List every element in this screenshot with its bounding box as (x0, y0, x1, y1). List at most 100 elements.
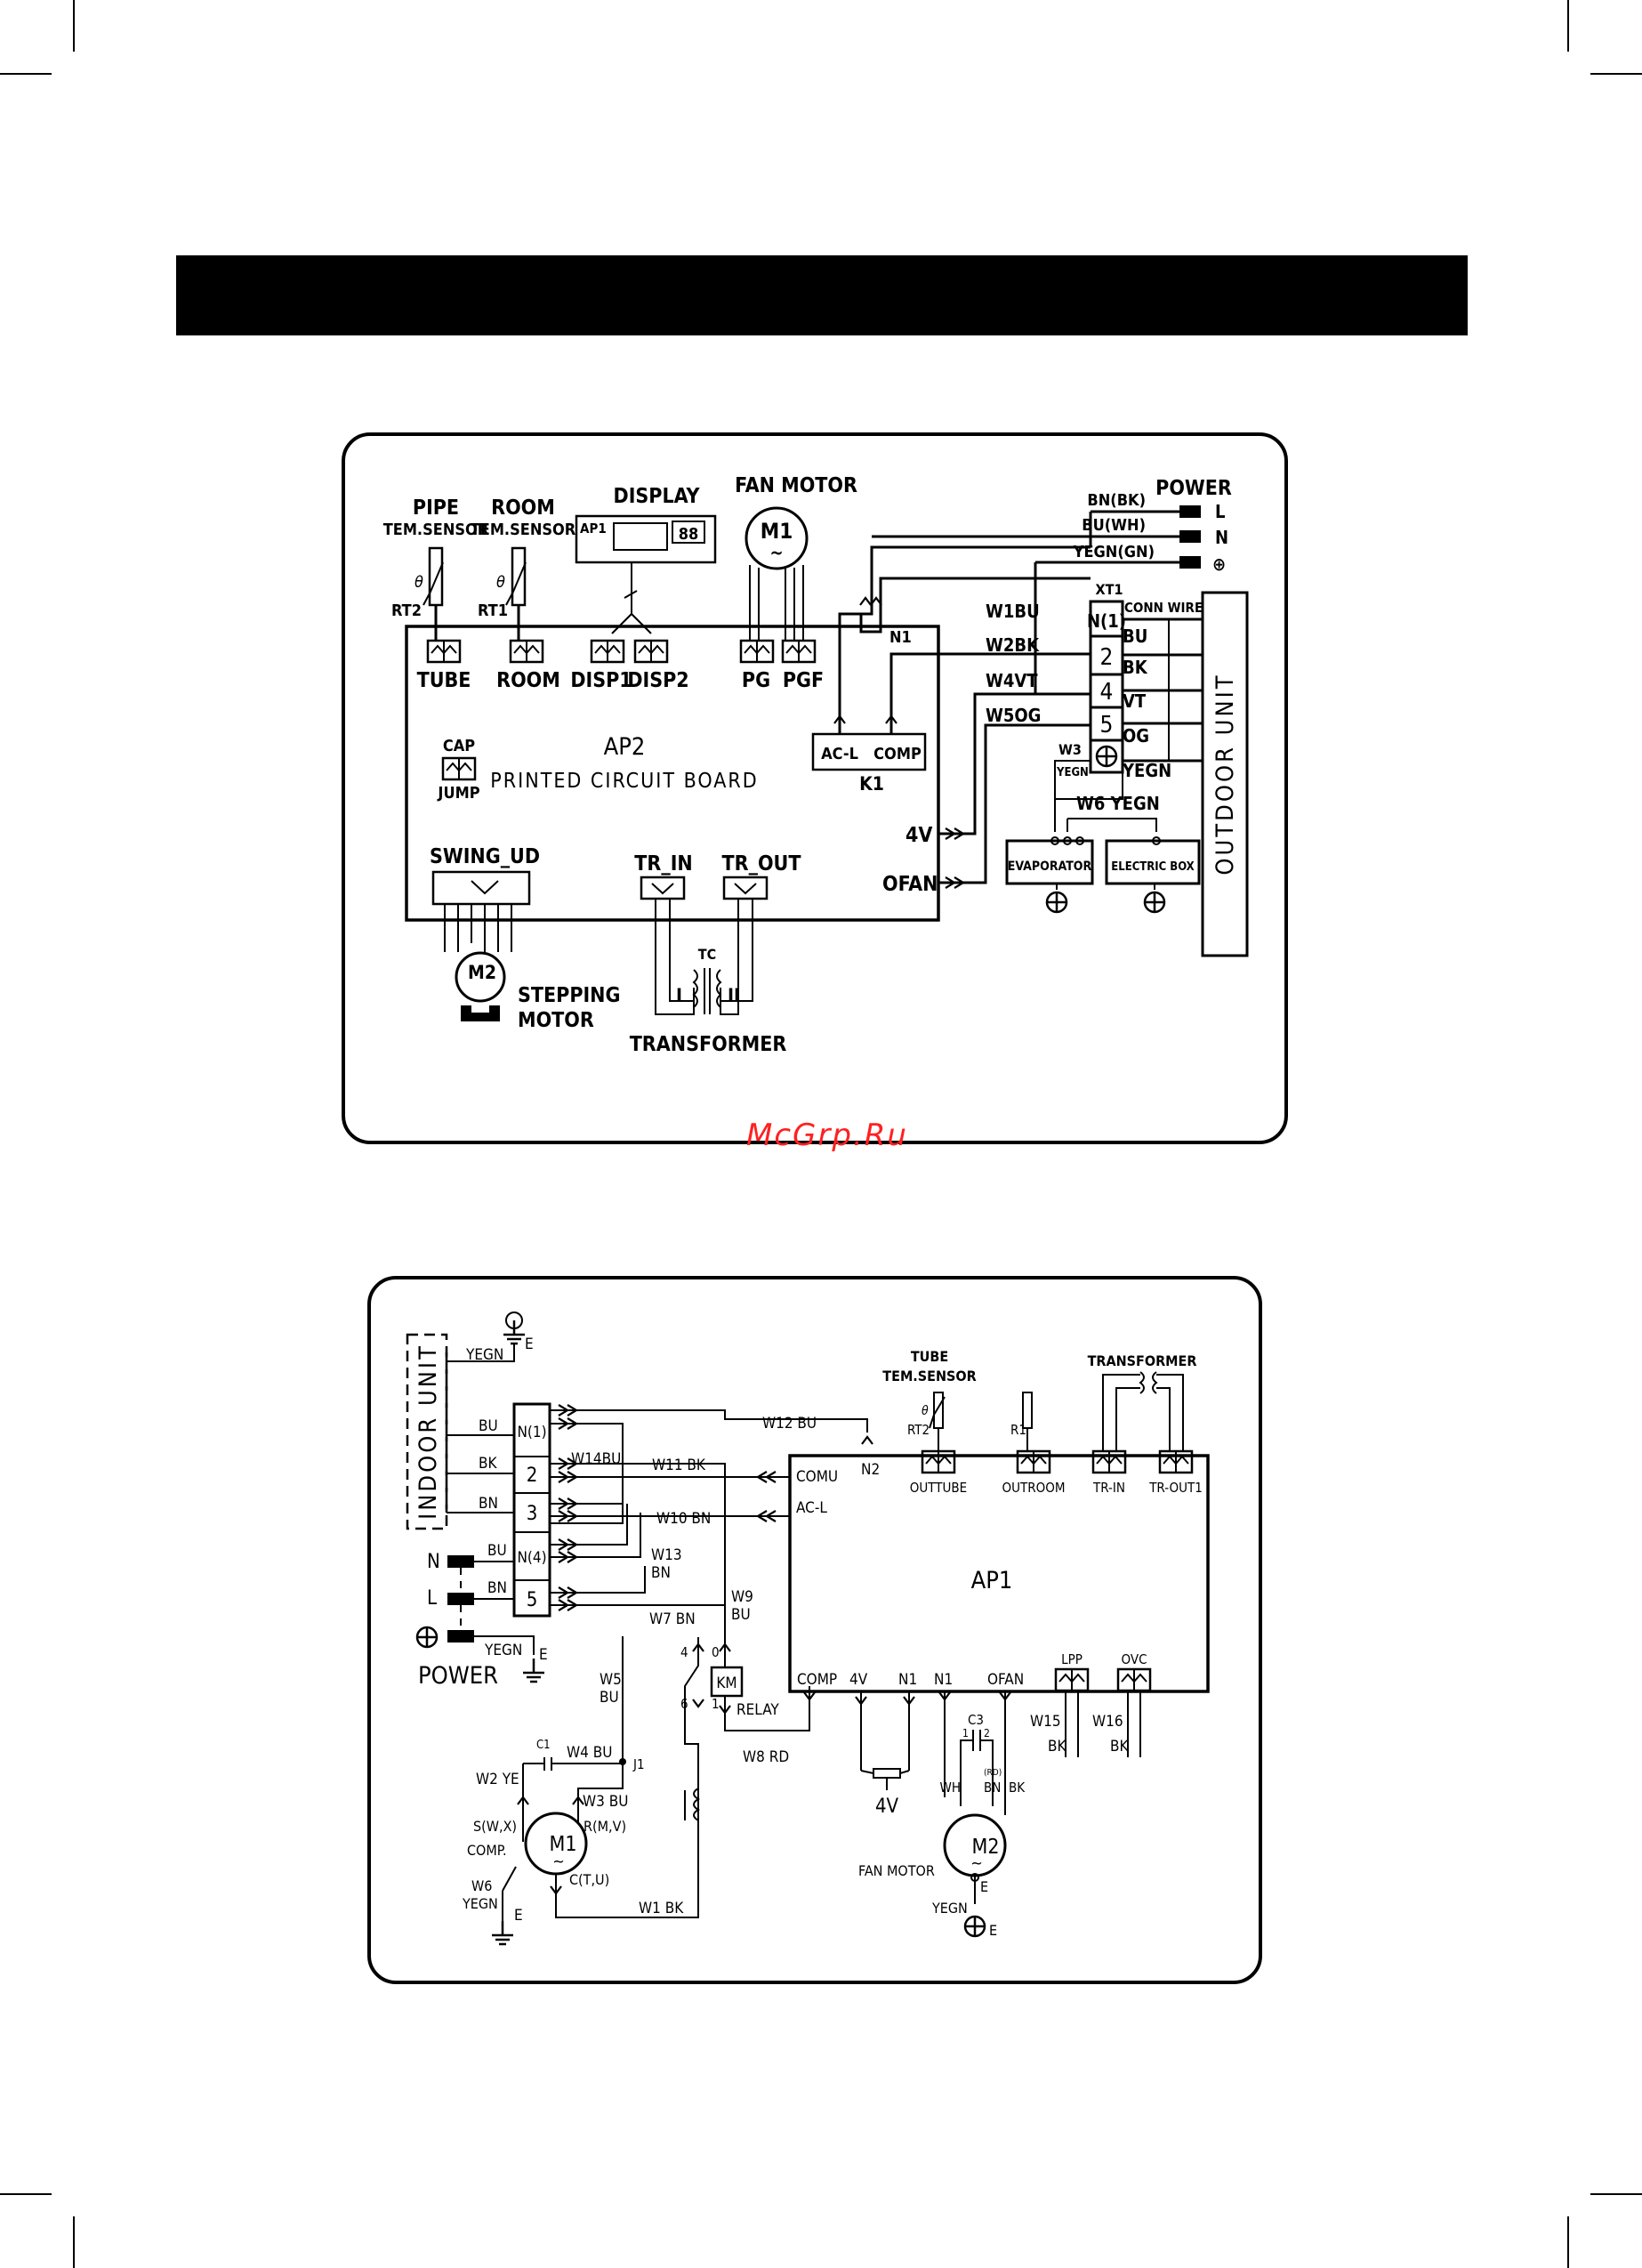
pipe-sensor-rt: RT2 (391, 601, 422, 620)
fan-wh: WH (940, 1780, 962, 1796)
xt1-og: OG (1123, 725, 1149, 747)
xt1-title: XT1 (1096, 581, 1123, 598)
pgf-label: PGF (783, 669, 824, 692)
power-outdoor: N L YEGN E POWER (415, 1551, 548, 1690)
xt1-vt: VT (1123, 690, 1147, 712)
xt1-bk: BK (1123, 657, 1148, 678)
crop-mark (73, 0, 75, 52)
w5: W5 (600, 1671, 622, 1689)
w3-bu: W3 BU (583, 1793, 628, 1811)
svg-text:1: 1 (962, 1727, 969, 1739)
fan-motor-indoor: FAN MOTOR M1 ~ PG PGF (735, 474, 857, 692)
indoor-unit-box (406, 1333, 448, 1530)
swing-label: SWING_UD (430, 845, 540, 868)
svg-text:II: II (728, 985, 740, 1006)
lpp-label: LPP (1061, 1651, 1083, 1667)
k1-label: K1 (859, 773, 884, 795)
comp-s: S(W,X) (473, 1818, 517, 1835)
crop-mark (73, 2216, 75, 2268)
fan-e: E (980, 1878, 988, 1895)
tube-connector-icon (426, 639, 462, 664)
w5-bu: BU (600, 1689, 619, 1707)
n2-label: N2 (861, 1461, 880, 1479)
room-sensor-rt: RT1 (478, 601, 508, 620)
fan-bn: BN (984, 1780, 1001, 1796)
tube-conn-label: TUBE (417, 669, 471, 692)
left-bu: BU (479, 1417, 498, 1435)
wire-w6-yegn: W6 YEGN (1076, 793, 1160, 814)
svg-text:θ: θ (415, 573, 423, 592)
w4-bu: W4 BU (567, 1744, 612, 1762)
fan-motor-m: M1 (761, 519, 793, 544)
fan-ground-icon (963, 1915, 986, 1938)
pipe-sensor-sub: TEM.SENSOR (383, 521, 489, 539)
xt1-2: 2 (1100, 644, 1114, 671)
w1-bk: W1 BK (639, 1900, 684, 1917)
transformer-label: TRANSFORMER (630, 1033, 787, 1056)
w9: W9 (731, 1588, 753, 1606)
transformer-indoor: TR_IN TR_OUT TC I II TRANSFORMER (630, 852, 801, 1056)
swing-m: M2 (468, 962, 496, 983)
power-title-out: POWER (418, 1662, 498, 1690)
ovc-label: OVC (1121, 1651, 1147, 1667)
relay-label: RELAY (736, 1701, 779, 1719)
stepping-motor: SWING_UD M2 STEPPING MOTOR (430, 845, 621, 1032)
room-sensor: ROOM TEM.SENSOR θ RT1 ROOM (471, 496, 576, 692)
wire-w5og: W5OG (986, 705, 1041, 726)
pcb-ap2-label: AP2 (604, 733, 646, 761)
j1-label: J1 (632, 1756, 645, 1772)
ap1-comp: COMP (797, 1671, 837, 1689)
crop-mark (0, 73, 52, 75)
wire-bu-wh: BU(WH) (1082, 516, 1146, 535)
display-digits: 88 (679, 525, 699, 544)
power-indoor: POWER BN(BK) BU(WH) YEGN(GN) L N ⊕ (872, 477, 1232, 694)
display-ap: AP1 (580, 521, 607, 537)
term-n1: N(1) (517, 1424, 546, 1441)
wire-w4vt: W4VT (986, 670, 1038, 691)
pcb-label: PRINTED CIRCUIT BOARD (490, 770, 758, 793)
disp1-label: DISP1 (570, 669, 632, 692)
wire-w2bk: W2BK (986, 634, 1040, 656)
ebox-ground-icon (1143, 891, 1166, 914)
fan-rd: (RD) (984, 1768, 1002, 1778)
power-n: N (1215, 527, 1228, 548)
left-bn2: BN (487, 1579, 507, 1597)
four-way-valve: 4V (860, 1691, 910, 1818)
fan-yegn: YEGN (931, 1900, 968, 1917)
xt1-5: 5 (1100, 712, 1114, 739)
power-title: POWER (1155, 477, 1232, 500)
svg-text:2: 2 (984, 1727, 990, 1739)
power-l-out: L (427, 1587, 437, 1610)
ap1-4v: 4V (849, 1671, 868, 1689)
tr-out-label: TR_OUT (722, 852, 801, 876)
ap1-n1a: N1 (898, 1671, 917, 1689)
w13: W13 (651, 1546, 682, 1564)
tr-in-label: TR_IN (634, 852, 692, 876)
ap1-ofan: OFAN (987, 1671, 1024, 1689)
indoor-unit-label: INDOOR UNIT (415, 1344, 442, 1520)
room-sensor-sub: TEM.SENSOR (471, 521, 576, 539)
comp-r: R(M,V) (584, 1818, 626, 1835)
evaporator-label: EVAPORATOR (1008, 860, 1092, 874)
xt1-bu: BU (1123, 626, 1147, 647)
w10-bn: W10 BN (656, 1510, 711, 1528)
pcb-ap2 (405, 625, 940, 922)
w15: W15 (1030, 1713, 1061, 1731)
indoor-diagram-frame (342, 432, 1288, 1144)
wire-w1bu: W1BU (986, 601, 1040, 622)
c1-label: C1 (536, 1739, 551, 1752)
svg-text:I: I (676, 985, 682, 1006)
w16: W16 (1092, 1713, 1123, 1731)
power-gnd-icon: ⊕ (1212, 553, 1226, 575)
fan-e2: E (989, 1922, 997, 1939)
output-ofan: OFAN (882, 873, 938, 896)
comp-label: COMP. (467, 1842, 507, 1859)
fan-motor-outdoor: C3 1 2 WH BN BK (RD) M2 ~ FAN MOTOR E YE… (858, 1691, 1026, 1939)
left-bk: BK (479, 1455, 497, 1473)
k1-acl: AC-L (821, 745, 858, 763)
outdoor-unit-box (1201, 591, 1249, 957)
disp2-label: DISP2 (627, 669, 688, 692)
evaporator-box (1005, 839, 1094, 885)
conn-wire-label: CONN WIRE (1124, 600, 1203, 616)
